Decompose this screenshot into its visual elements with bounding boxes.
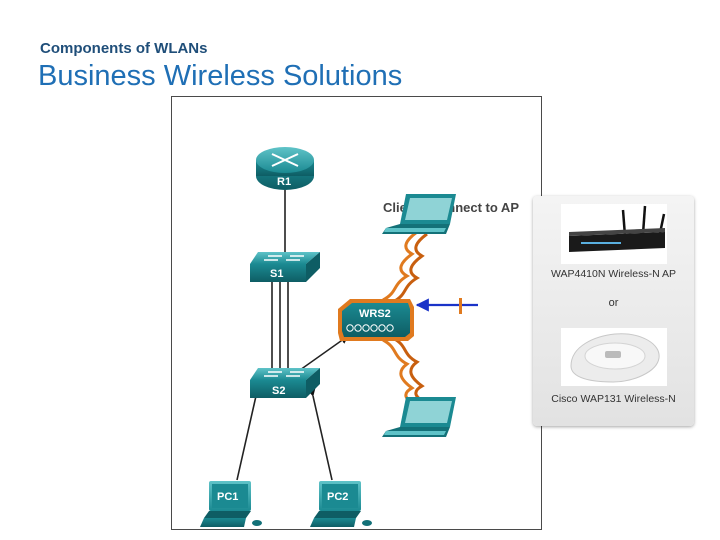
link-s2-pc2 — [306, 386, 333, 481]
pc-pc1-label: PC1 — [217, 491, 238, 503]
wap4410n-device-icon — [561, 204, 667, 264]
pc-pc2[interactable]: PC2 — [310, 481, 372, 527]
link-s2-wrs2 — [299, 335, 349, 371]
switch-s1[interactable]: S1 — [250, 252, 320, 282]
router-r1-label: R1 — [277, 176, 291, 188]
ap-option-2-label: Cisco WAP131 Wireless-N — [551, 393, 676, 405]
slide-subtitle: Components of WLANs — [40, 40, 208, 57]
ap-option-1-label: WAP4410N Wireless-N AP — [550, 268, 677, 280]
wireless-signal-lower — [382, 336, 428, 408]
wireless-router-wrs2-label: WRS2 — [359, 308, 391, 320]
switch-arrows-icon — [264, 255, 304, 261]
switch-s1-label: S1 — [270, 268, 283, 280]
pc-pc1[interactable]: PC1 — [200, 481, 262, 527]
wireless-signal-upper — [382, 230, 428, 304]
laptop-lower[interactable] — [382, 397, 456, 437]
slide-title: Business Wireless Solutions — [38, 60, 403, 92]
ap-pointer-marker — [459, 298, 462, 314]
pc-pc2-label: PC2 — [327, 491, 348, 503]
switch-arrows-icon — [264, 371, 304, 377]
router-arrows-icon — [271, 153, 299, 167]
link-s2-pc1 — [236, 386, 263, 481]
switch-s2-label: S2 — [272, 385, 285, 397]
switch-s2[interactable]: S2 — [250, 368, 320, 398]
router-r1[interactable]: R1 — [256, 147, 314, 190]
ap-options-panel: WAP4410N Wireless-N AP or Cisco WAP131 W… — [533, 196, 694, 426]
wireless-ports-icon — [346, 324, 394, 332]
ap-options-separator: or — [608, 297, 619, 309]
wap131-device-icon — [561, 328, 667, 386]
wireless-router-wrs2[interactable]: WRS2 — [338, 299, 414, 341]
laptop-upper[interactable] — [382, 194, 456, 234]
ap-product-images — [561, 204, 667, 386]
